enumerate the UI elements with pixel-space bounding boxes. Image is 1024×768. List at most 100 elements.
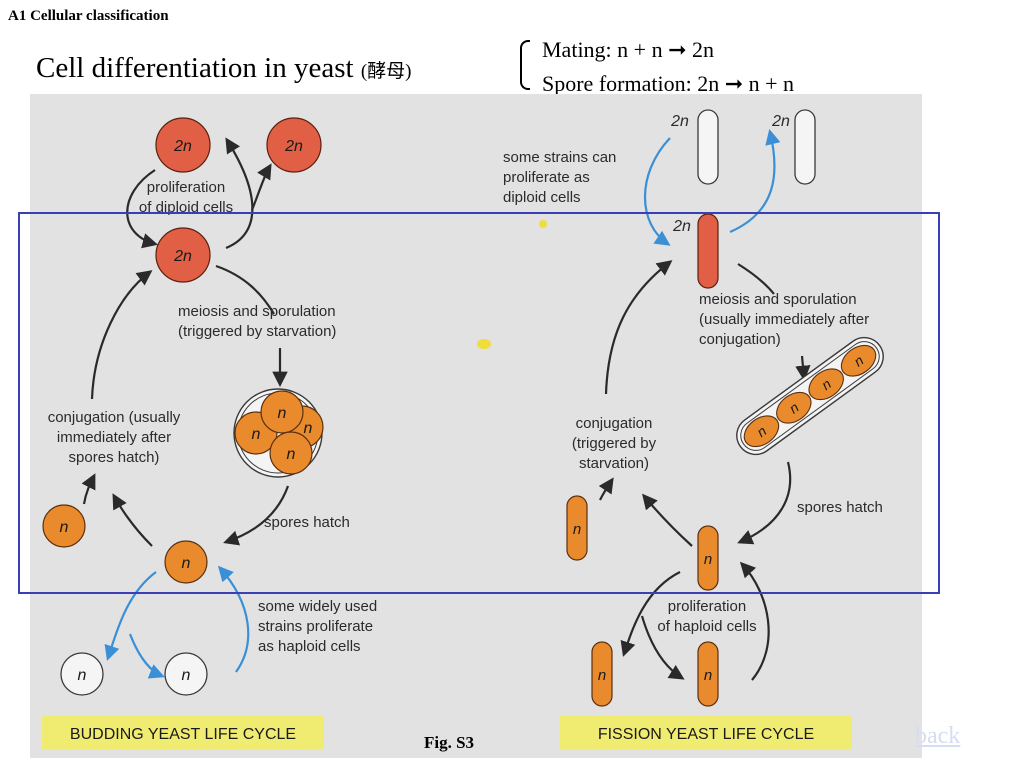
haploid-join-arrow-2 bbox=[112, 493, 153, 547]
fission-haploid-arrow-right bbox=[739, 561, 770, 681]
fission-ascus-inner-wall bbox=[740, 341, 880, 451]
fission-meiosis-connector bbox=[737, 263, 775, 295]
fission-proliferation-label-1: proliferation bbox=[668, 598, 746, 615]
fission-haploid-cell-bottom-right bbox=[697, 641, 719, 707]
spore-3 bbox=[260, 390, 304, 434]
fission-spore-1 bbox=[743, 415, 780, 448]
spores-hatch-arrow bbox=[223, 485, 290, 546]
haploid-cell-center bbox=[164, 540, 208, 584]
conjugation-label-3: spores hatch) bbox=[69, 449, 160, 466]
spore-2-label: n bbox=[304, 420, 313, 437]
haploid-label-3: as haploid cells bbox=[258, 638, 361, 655]
fission-spore-2 bbox=[776, 391, 812, 424]
highlight-box bbox=[18, 212, 940, 594]
diploid-bud-cell-label: 2n bbox=[284, 138, 303, 155]
equation-brace bbox=[520, 40, 530, 90]
spore-4-label: n bbox=[287, 446, 296, 463]
yellow-speck-1 bbox=[477, 339, 491, 349]
fission-diploid-white-1 bbox=[697, 109, 719, 185]
fission-haploid-join-arrow-2 bbox=[642, 493, 693, 547]
haploid-white-cell-2-label: n bbox=[182, 667, 191, 684]
fission-diploid-label-2: proliferate as bbox=[503, 169, 590, 186]
diploid-bud-cell bbox=[266, 117, 322, 173]
fission-ascus: n n n n bbox=[736, 336, 884, 456]
conjugation-label-2: immediately after bbox=[57, 429, 171, 446]
fission-cycle-label: FISSION YEAST LIFE CYCLE bbox=[598, 726, 814, 743]
fission-diploid-cell bbox=[697, 213, 719, 289]
fission-haploid-arrow-left bbox=[620, 571, 681, 657]
fission-diploid-white-2 bbox=[794, 109, 816, 185]
spores-hatch-label: spores hatch bbox=[264, 514, 350, 531]
slide-title: Cell differentiation in yeast (酵母) bbox=[36, 52, 411, 85]
budding-cycle-label: BUDDING YEAST LIFE CYCLE bbox=[70, 726, 296, 743]
spore-equation: Spore formation: 2n ➞ n + n bbox=[542, 71, 795, 96]
proliferation-diploid-label-1: proliferation bbox=[147, 179, 225, 196]
yeast-life-cycle-figure: 2n 2n proliferation of diploid cells 2n … bbox=[30, 94, 922, 758]
fission-haploid-cell-center-label: n bbox=[704, 551, 712, 568]
fission-diploid-label-3: diploid cells bbox=[503, 189, 581, 206]
title-sub: (酵母) bbox=[360, 61, 412, 82]
spore-3-label: n bbox=[278, 405, 287, 422]
diploid-cell bbox=[155, 117, 211, 173]
haploid-cell-center-label: n bbox=[182, 555, 191, 572]
haploid-join-arrow bbox=[81, 473, 96, 505]
section-label: A1 Cellular classification bbox=[8, 8, 169, 24]
meiosis-label-2: (triggered by starvation) bbox=[178, 323, 336, 340]
haploid-proliferation-arrow-left bbox=[104, 571, 157, 661]
budding-cycle-label-bar bbox=[42, 716, 324, 750]
fission-2n-label-3: 2n bbox=[672, 218, 691, 235]
fission-spore-4 bbox=[840, 344, 877, 377]
fission-meiosis-arrow bbox=[795, 355, 811, 382]
fission-cycle-label-bar bbox=[560, 716, 852, 750]
fission-haploid-cell-bottom-left bbox=[591, 641, 613, 707]
mating-equation: Mating: n + n ➞ 2n bbox=[542, 37, 715, 62]
fission-diploid-arrow-right bbox=[729, 129, 781, 234]
fission-spore-3 bbox=[808, 368, 844, 401]
fission-spores-hatch-label: spores hatch bbox=[797, 499, 883, 516]
fission-haploid-cell-center bbox=[697, 525, 719, 591]
fission-haploid-cell-left bbox=[566, 495, 588, 561]
fission-spores-hatch-arrow bbox=[737, 461, 792, 545]
spore-4 bbox=[269, 431, 313, 475]
diploid-cell-2 bbox=[155, 227, 211, 283]
fission-meiosis-label-3: conjugation) bbox=[699, 331, 781, 348]
haploid-label-2: strains proliferate bbox=[258, 618, 373, 635]
title-main: Cell differentiation in yeast bbox=[36, 52, 354, 84]
haploid-cell-left-label: n bbox=[60, 519, 69, 536]
diploid-cell-label: 2n bbox=[173, 138, 192, 155]
diploid-cell-2-label: 2n bbox=[173, 248, 192, 265]
bud-arrow bbox=[250, 163, 272, 211]
fission-haploid-cell-left-label: n bbox=[573, 521, 581, 538]
haploid-cell-left bbox=[42, 504, 86, 548]
conjugation-label-1: conjugation (usually bbox=[48, 409, 181, 426]
figure-caption: Fig. S3 bbox=[424, 733, 475, 752]
haploid-white-cell-1-label: n bbox=[78, 667, 87, 684]
fission-conjugation-label-2: (triggered by bbox=[572, 435, 657, 452]
fission-proliferation-label-2: of haploid cells bbox=[657, 618, 756, 635]
fission-haploid-join-arrow bbox=[598, 477, 614, 501]
spore-1-label: n bbox=[252, 426, 261, 443]
fission-haploid-cell-bottom-right-label: n bbox=[704, 667, 712, 684]
haploid-white-cell-1 bbox=[60, 652, 104, 696]
proliferation-diploid-label-2: of diploid cells bbox=[139, 199, 233, 216]
budding-yeast-panel: 2n 2n proliferation of diploid cells 2n … bbox=[42, 117, 377, 750]
fission-conjugation-arrow bbox=[604, 260, 673, 395]
fission-haploid-arrow-bottom bbox=[640, 615, 685, 680]
fission-meiosis-label-1: meiosis and sporulation bbox=[699, 291, 857, 308]
meiosis-label-1: meiosis and sporulation bbox=[178, 303, 336, 320]
fission-2n-label-1: 2n bbox=[670, 113, 689, 130]
meiosis-connector bbox=[215, 264, 275, 315]
haploid-proliferation-arrow-right bbox=[217, 565, 250, 673]
fission-diploid-arrow-left bbox=[643, 137, 671, 246]
haploid-label-1: some widely used bbox=[258, 598, 377, 615]
fission-haploid-cell-bottom-left-label: n bbox=[598, 667, 606, 684]
conjugation-arrow bbox=[90, 270, 153, 400]
fission-meiosis-label-2: (usually immediately after bbox=[699, 311, 869, 328]
back-link[interactable]: back bbox=[915, 723, 961, 749]
fission-yeast-panel: 2n 2n some strains can proliferate as di… bbox=[503, 109, 884, 750]
fission-conjugation-label-3: starvation) bbox=[579, 455, 649, 472]
fission-2n-label-2: 2n bbox=[771, 113, 790, 130]
fission-conjugation-label-1: conjugation bbox=[576, 415, 653, 432]
fission-diploid-label-1: some strains can bbox=[503, 149, 616, 166]
haploid-white-cell-2 bbox=[164, 652, 208, 696]
